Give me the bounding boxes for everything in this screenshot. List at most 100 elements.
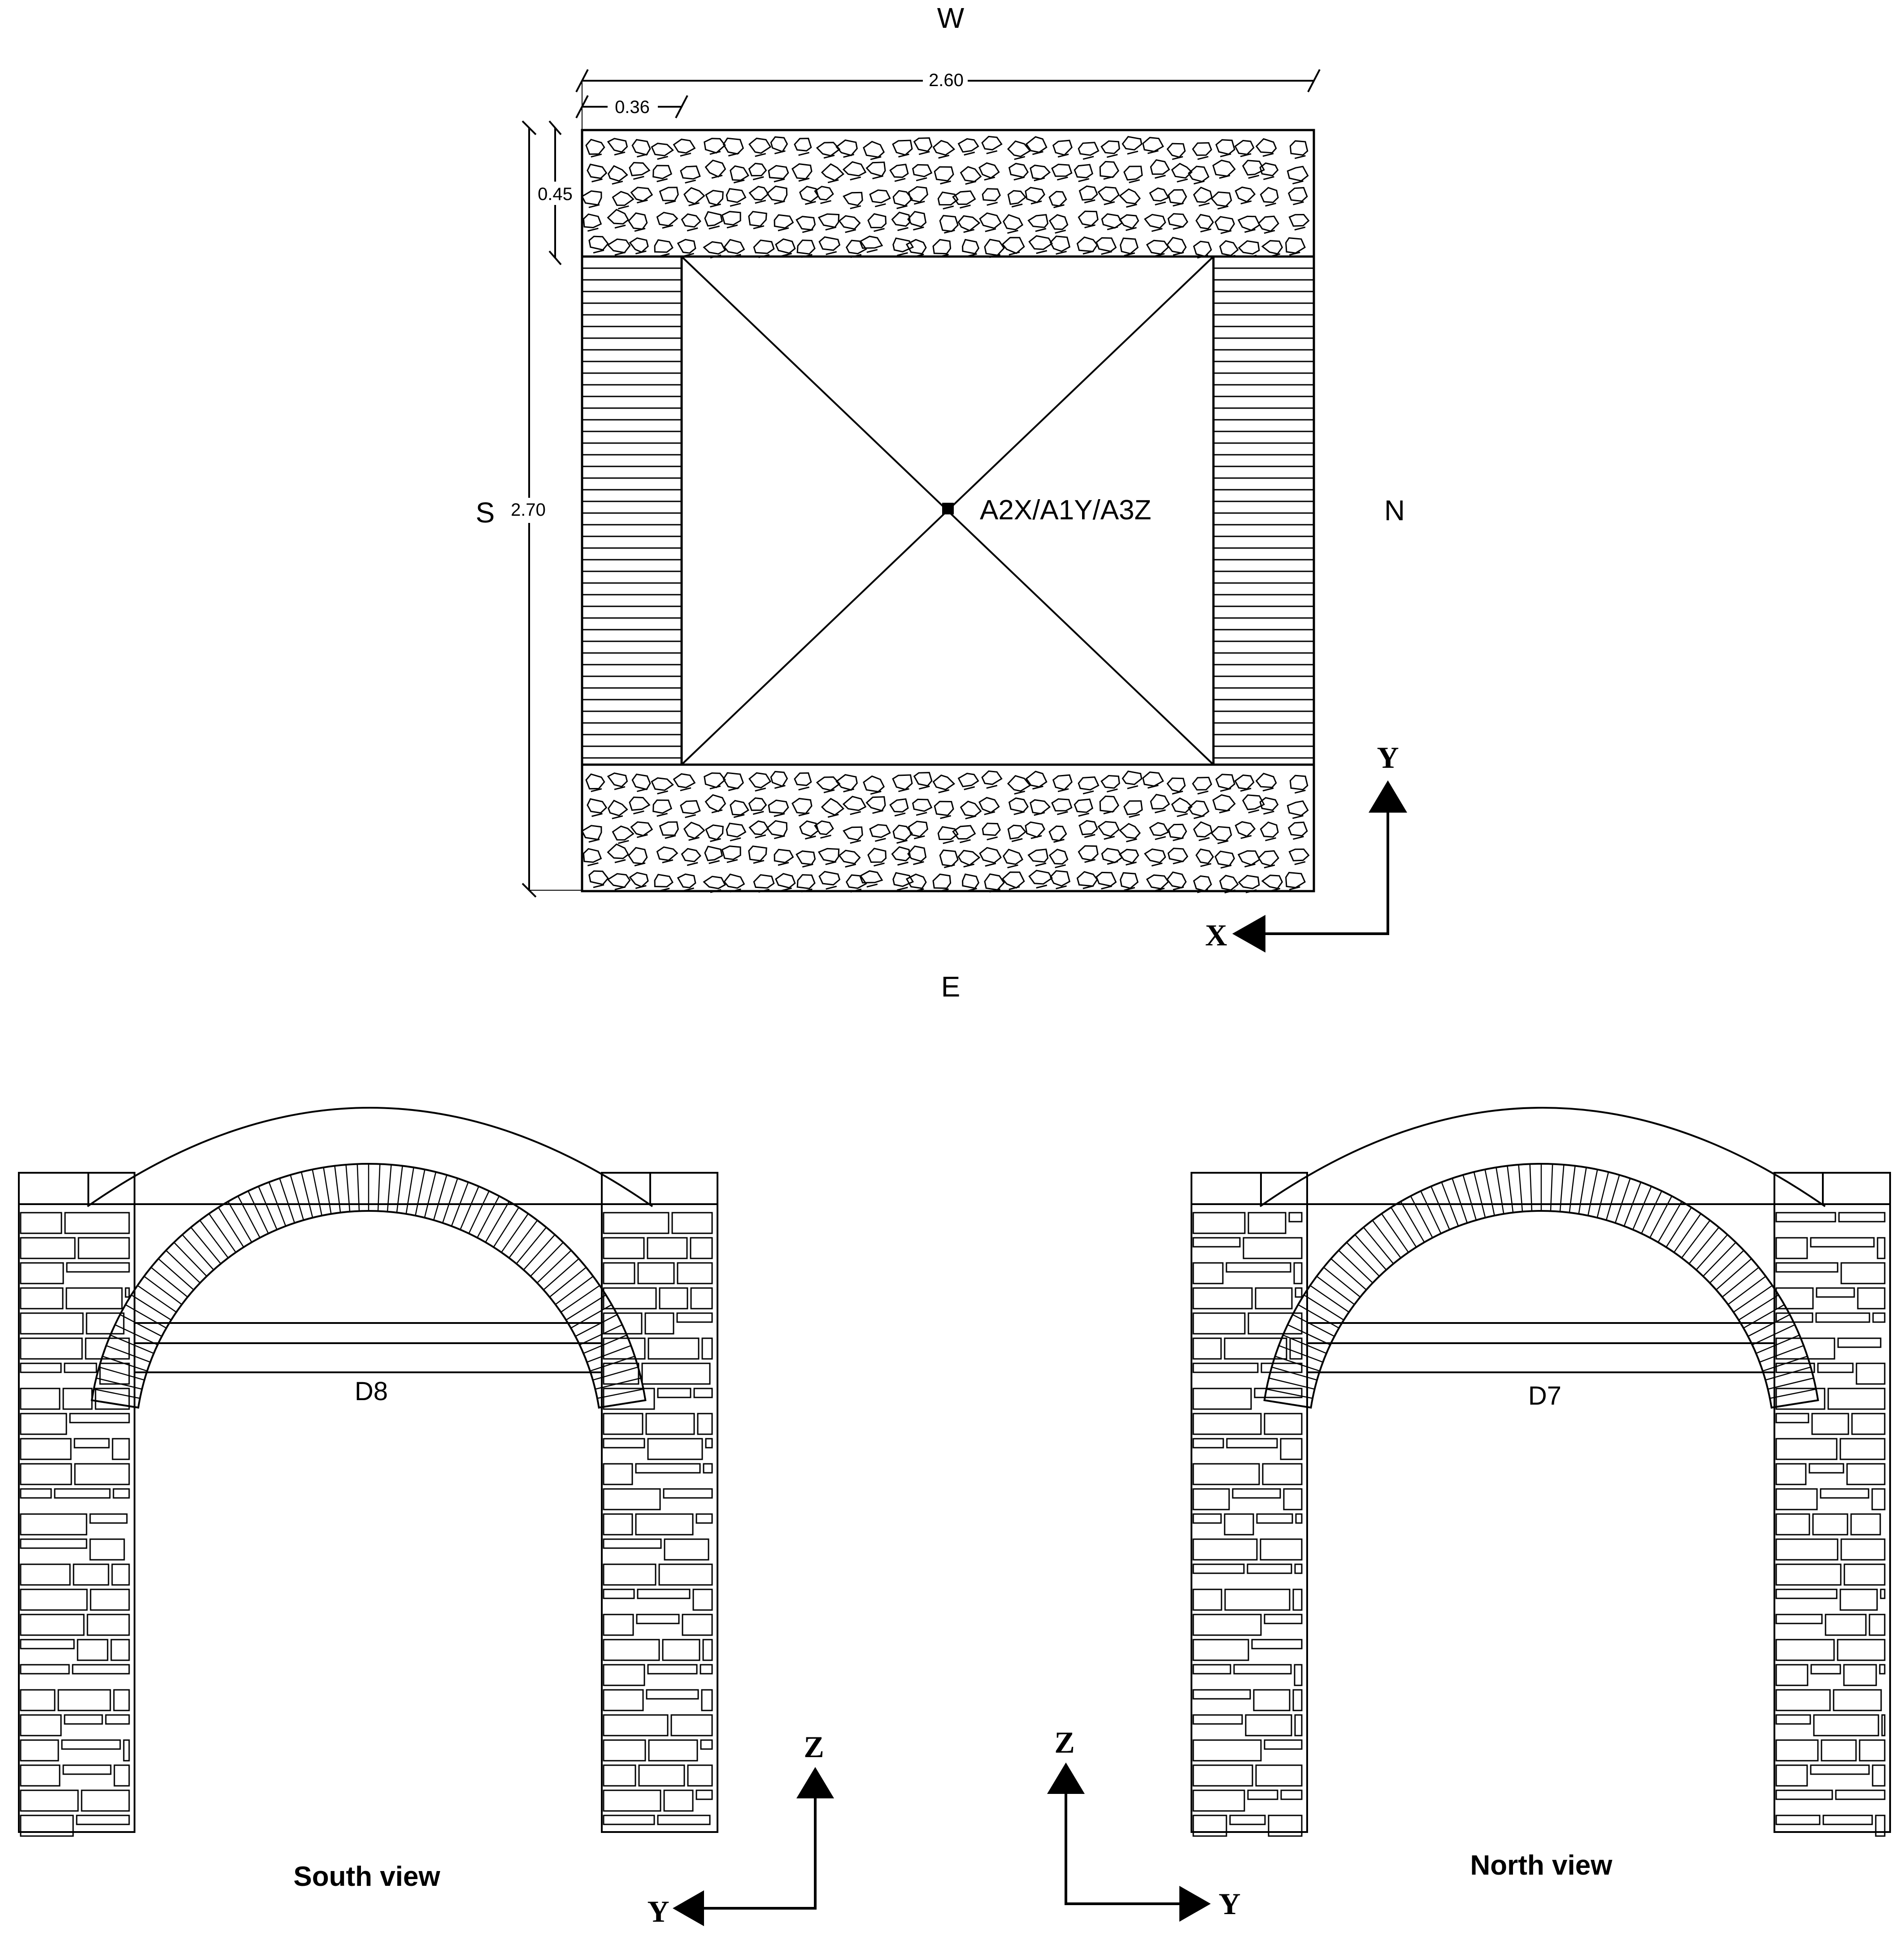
masonry-block [1857, 1287, 1886, 1310]
stone-mark [1263, 176, 1274, 180]
masonry-block [1251, 1639, 1303, 1649]
masonry-block [635, 1513, 694, 1536]
masonry-block [638, 1764, 685, 1787]
masonry-block [20, 1388, 61, 1410]
stone-mark [1192, 142, 1213, 156]
stone-mark [654, 239, 674, 253]
voussoir [1372, 1220, 1401, 1258]
voussoir [345, 1164, 351, 1212]
masonry-block [1264, 1739, 1303, 1750]
voussoir [1674, 1213, 1701, 1253]
stone-mark [1122, 770, 1143, 785]
stone-mark [1127, 150, 1139, 155]
stone-mark [1126, 838, 1137, 843]
masonry-block [1255, 1287, 1293, 1310]
masonry-block [1838, 1212, 1886, 1223]
voussoir [1605, 1175, 1620, 1220]
masonry-block [690, 1287, 713, 1310]
stone-mark [728, 787, 739, 791]
stone-mark [1048, 849, 1069, 865]
masonry-block [1875, 1815, 1886, 1837]
stone-mark [1154, 174, 1166, 179]
masonry-block [1775, 1262, 1839, 1273]
stone-mark [985, 862, 996, 867]
stone-mark [1220, 864, 1232, 869]
stone-mark [1260, 821, 1279, 838]
stone-mark [905, 239, 927, 255]
arrow-up-icon [1369, 780, 1407, 813]
masonry-block [1775, 1538, 1839, 1561]
stone-mark [1030, 835, 1042, 839]
stone-mark [685, 179, 696, 184]
stone-mark [1034, 812, 1045, 816]
stone-mark [1107, 226, 1118, 231]
masonry-block [1775, 1413, 1809, 1423]
voussoir [131, 1294, 172, 1321]
voussoir [493, 1207, 519, 1248]
stone-mark [898, 153, 909, 158]
stone-mark [1097, 186, 1120, 203]
masonry-block [1775, 1388, 1826, 1410]
masonry-block [20, 1438, 72, 1460]
stone-mark [591, 178, 603, 183]
masonry-block [73, 1563, 109, 1586]
masonry-block [20, 1789, 79, 1812]
stone-mark [618, 205, 629, 209]
masonry-block [696, 1789, 713, 1800]
masonry-block [20, 1287, 64, 1310]
masonry-block [603, 1312, 643, 1335]
masonry-block [603, 1664, 645, 1686]
stone-mark [799, 820, 819, 837]
stone-mark [823, 789, 835, 793]
stone-mark [859, 870, 883, 883]
stone-mark [845, 229, 856, 233]
orientation-west: W [937, 2, 965, 34]
masonry-block [701, 1689, 713, 1711]
voussoir [1518, 1164, 1523, 1212]
vault-curve [1259, 1107, 1826, 1207]
stone-mark [1200, 228, 1212, 233]
stone-mark [1294, 861, 1306, 866]
voussoir [1665, 1207, 1692, 1248]
stone-mark [774, 214, 794, 229]
stone-mark [1051, 798, 1073, 812]
masonry-block [1292, 1689, 1303, 1711]
stone-mark [728, 152, 739, 157]
stone-mark [1126, 204, 1137, 208]
stone-mark [932, 140, 956, 156]
voussoir [165, 1250, 201, 1284]
stone-mark [1007, 230, 1018, 234]
stone-mark [1177, 178, 1188, 183]
stone-mark [1027, 214, 1049, 228]
stone-mark [633, 176, 644, 180]
stone-mark [588, 204, 600, 209]
masonry-block [20, 1614, 85, 1636]
stone-mark [1009, 886, 1020, 890]
stone-mark [1287, 165, 1309, 182]
stone-mark [1293, 201, 1304, 205]
stone-mark [677, 239, 696, 254]
plan-axes: Y X [1205, 740, 1407, 953]
stone-mark [913, 861, 924, 865]
masonry-block [20, 1664, 70, 1675]
stone-mark [1151, 228, 1163, 232]
stone-mark [1288, 821, 1308, 837]
stone-mark [850, 205, 861, 209]
stone-mark [591, 788, 602, 792]
orientation-north: N [1384, 494, 1405, 527]
stone-mark [591, 153, 602, 158]
stone-mark [960, 839, 971, 844]
masonry-block [20, 1639, 75, 1649]
stone-mark [934, 801, 954, 816]
voussoir [356, 1164, 360, 1211]
masonry-block [57, 1689, 111, 1711]
voussoir [199, 1220, 229, 1258]
voussoir [1709, 1250, 1744, 1284]
stone-mark [618, 840, 629, 844]
stone-mark [1030, 200, 1042, 205]
voussoir [516, 1227, 547, 1264]
voussoir [565, 1294, 606, 1321]
stone-mark [778, 862, 789, 866]
masonry-block [1881, 1714, 1886, 1736]
voussoir [536, 1250, 572, 1284]
